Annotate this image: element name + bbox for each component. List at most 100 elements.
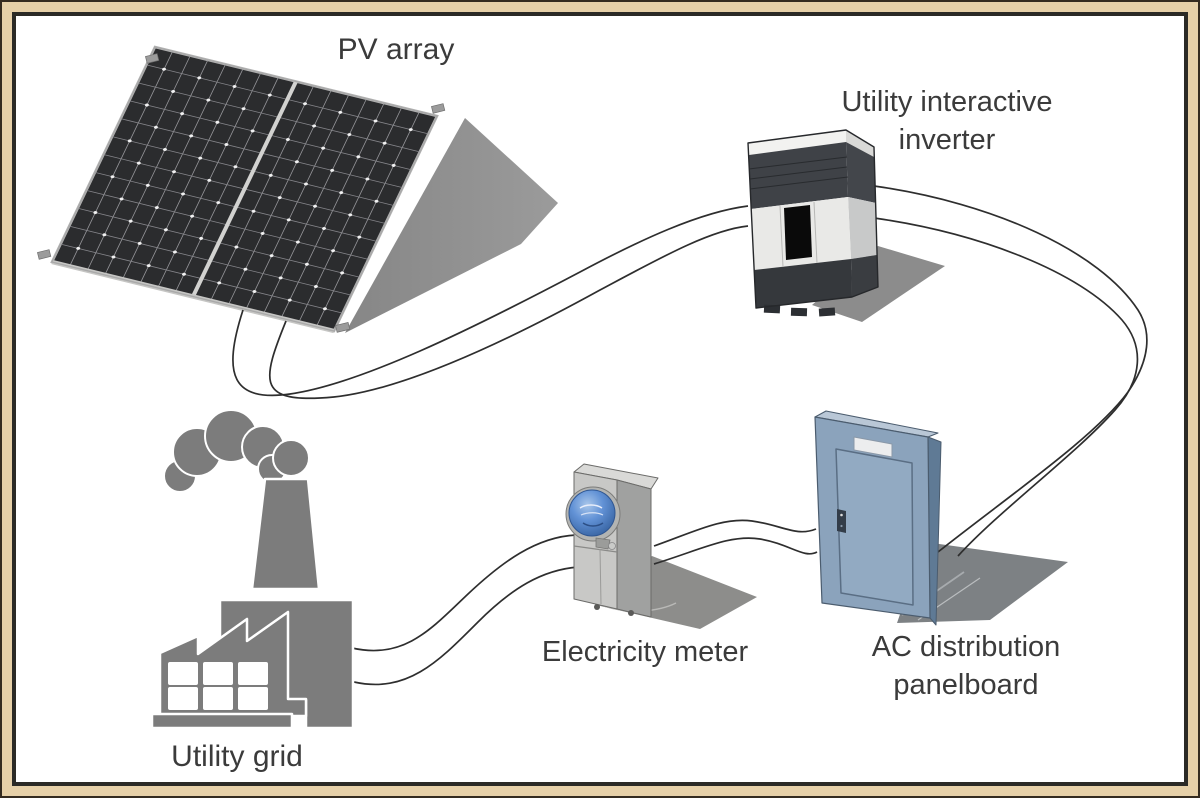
- smoke-cloud: [272, 439, 310, 477]
- pv-grid-detail: [111, 255, 116, 259]
- utility-grid-label: Utility grid: [171, 740, 303, 773]
- pv-grid-detail: [144, 103, 149, 107]
- panelboard-icon: [814, 410, 942, 626]
- pv-array-shadow: [345, 118, 558, 333]
- inverter-outline: [747, 129, 879, 309]
- pv-grid-detail: [154, 206, 159, 210]
- pv-grid-detail: [347, 133, 352, 137]
- pv-grid-detail: [323, 307, 327, 311]
- inverter-to-panelboard-wires: [873, 185, 1148, 557]
- wire: [653, 519, 817, 547]
- wire: [353, 566, 579, 686]
- inverter-side-top: [846, 142, 876, 203]
- pv-grid-detail: [136, 161, 141, 165]
- inverter-seam: [779, 205, 784, 268]
- pv-grid-detail: [278, 276, 283, 280]
- pv-grid-detail: [190, 214, 195, 218]
- pv-array: [37, 47, 558, 333]
- pv-grid-detail: [146, 264, 151, 268]
- inverter-feet: [763, 304, 836, 317]
- meter-seam: [573, 545, 618, 553]
- pv-grid-detail: [408, 128, 413, 132]
- solar-system-diagram: [16, 16, 1148, 782]
- pv-grid-detail: [128, 219, 133, 223]
- wire: [351, 534, 577, 652]
- inverter-icon: [747, 129, 879, 317]
- pv-grid-detail: [285, 138, 290, 142]
- pv-grid-detail: [243, 267, 248, 271]
- pv-grid-detail: [163, 228, 168, 232]
- pv-panel-divider: [193, 82, 296, 297]
- pv-grid-detail: [312, 124, 317, 128]
- inverter-side-cap: [846, 130, 874, 157]
- pv-grid-detail: [137, 241, 142, 245]
- meter-knob: [628, 610, 634, 616]
- pv-grid-detail: [304, 262, 309, 266]
- pv-grid-detail: [304, 182, 308, 186]
- meter-icon: [565, 463, 659, 618]
- pv-frame: [52, 47, 437, 331]
- grid-to-meter-wires: [351, 534, 579, 686]
- pv-grid-detail: [340, 271, 345, 275]
- pv-grid-detail: [251, 209, 256, 213]
- factory-base: [150, 712, 294, 730]
- meter-seam-vertical: [599, 548, 602, 605]
- pv-grid-detail: [313, 285, 318, 289]
- pv-to-inverter-wires: [232, 205, 749, 400]
- pv-grid-detail: [216, 201, 221, 205]
- panelboard-latch-pin: [840, 524, 843, 528]
- pv-grid-detail: [286, 218, 291, 222]
- pv-grid-detail: [232, 85, 237, 88]
- meter-bracket: [595, 537, 611, 550]
- pv-grid-detail: [207, 178, 212, 182]
- pv-grid-detail: [241, 107, 246, 111]
- pv-grid-detail: [206, 98, 211, 102]
- pv-grid-detail: [198, 156, 203, 160]
- pv-grid-detail: [180, 112, 185, 116]
- pv-grid-detail: [321, 146, 326, 150]
- inverter-ridges: [748, 156, 849, 190]
- pv-grid-detail: [163, 148, 167, 151]
- pv-grid-detail: [294, 160, 299, 164]
- panelboard-latch: [837, 509, 846, 533]
- pv-grid-detail: [374, 199, 379, 203]
- pv-grid-detail: [234, 245, 239, 249]
- pv-grid-detail: [102, 233, 107, 237]
- pv-grid-detail: [252, 290, 257, 293]
- pv-grid-detail: [197, 76, 202, 80]
- pv-grid-detail: [145, 183, 150, 187]
- pv-grid-detail: [338, 110, 343, 114]
- wire: [653, 537, 818, 565]
- pv-grid-detail: [303, 102, 307, 106]
- pv-grid-detail: [172, 250, 177, 254]
- wire: [873, 217, 1139, 557]
- factory-window: [238, 662, 268, 685]
- factory-window: [203, 662, 233, 685]
- pv-grid-detail: [269, 254, 274, 258]
- pv-grid-detail: [339, 191, 344, 195]
- wiring: [232, 185, 1148, 686]
- smoke-clouds: [163, 409, 310, 493]
- pv-grid-detail: [189, 134, 194, 138]
- factory-windows: [168, 662, 268, 710]
- pv-grid-detail: [267, 93, 272, 97]
- wire: [232, 205, 749, 397]
- wire: [873, 185, 1148, 553]
- pv-grid-detail: [382, 141, 387, 145]
- pv-grid-detail: [119, 197, 124, 201]
- pv-grid-detail: [153, 125, 158, 129]
- pv-grid-detail: [356, 155, 361, 159]
- pv-grid-detail: [357, 235, 362, 239]
- inverter-top-strip: [748, 130, 846, 155]
- inverter-label-line1: Utility interactive: [841, 86, 1053, 118]
- pv-grid-detail: [110, 175, 115, 179]
- pv-grid-detail: [199, 236, 204, 240]
- panelboard-shadow: [897, 542, 1068, 623]
- pv-grid-detail: [365, 177, 370, 181]
- panelboard-latch-pin: [840, 513, 843, 517]
- factory-window: [203, 687, 233, 710]
- meter-knob: [594, 604, 600, 610]
- pv-grid-detail: [233, 165, 238, 169]
- inverter-display: [784, 205, 812, 260]
